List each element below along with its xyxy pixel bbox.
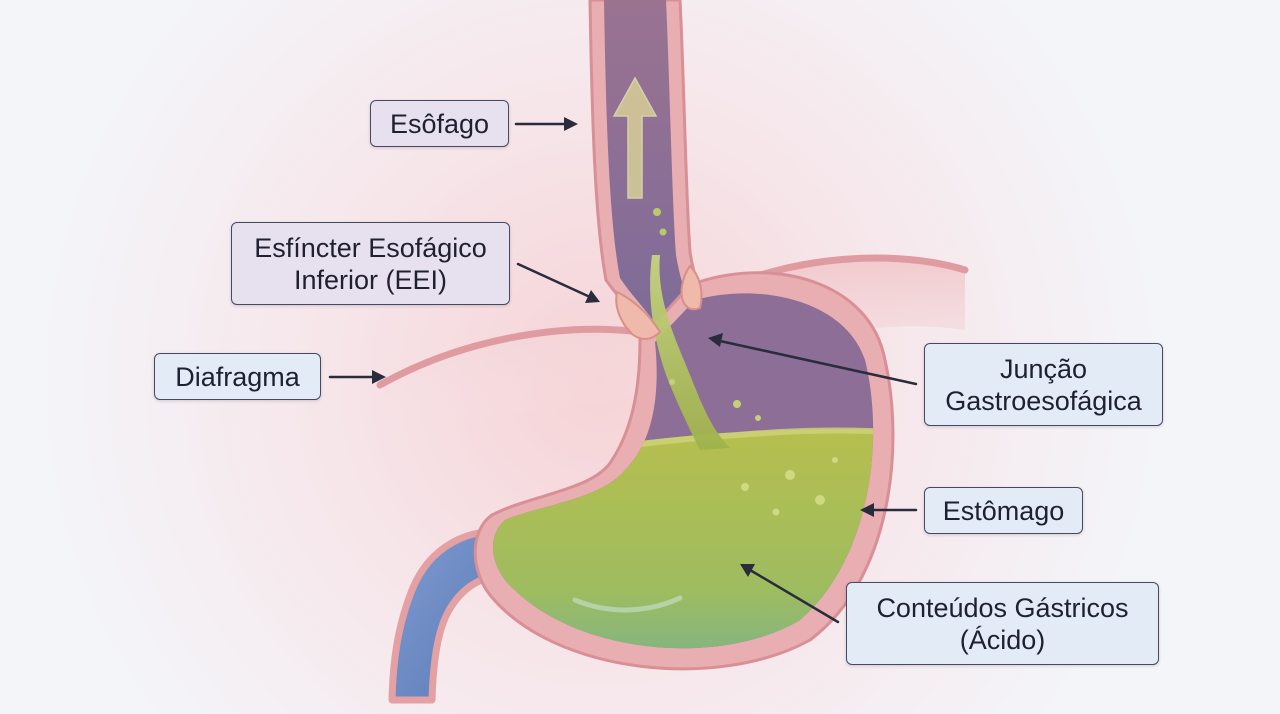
diaphragm-line-left bbox=[376, 325, 644, 389]
acid-bubble bbox=[815, 495, 825, 505]
acid-bubble bbox=[785, 470, 795, 480]
right-arrow-icon bbox=[516, 262, 592, 299]
arrowhead bbox=[740, 564, 755, 577]
acid-bubble bbox=[832, 457, 838, 463]
label-eei: Esfíncter Esofágico Inferior (EEI) bbox=[231, 222, 510, 305]
label-diafragma: Diafragma bbox=[154, 353, 321, 400]
arrowhead bbox=[564, 117, 578, 131]
reflux-droplet bbox=[755, 415, 761, 421]
duodenum bbox=[388, 527, 509, 704]
label-esofago: Esôfago bbox=[370, 100, 509, 147]
sphincter-lobe-right bbox=[680, 264, 703, 311]
arrowhead bbox=[372, 370, 386, 384]
acid-surface bbox=[597, 427, 874, 453]
sphincter-lobe-left bbox=[615, 290, 662, 340]
acid-highlight bbox=[572, 595, 683, 613]
label-estomago: Estômago bbox=[924, 487, 1083, 534]
right-arrow-icon bbox=[718, 339, 918, 386]
acid-bubble bbox=[772, 508, 780, 516]
right-arrow-icon bbox=[748, 568, 840, 624]
label-conteudos-gastricos: Conteúdos Gástricos (Ácido) bbox=[846, 582, 1159, 665]
reflux-droplet bbox=[659, 228, 667, 236]
arrowhead bbox=[585, 290, 600, 303]
up-arrow-icon bbox=[612, 76, 658, 199]
reflux-droplet bbox=[669, 379, 675, 385]
reflux-droplet bbox=[653, 208, 661, 216]
label-juncao-gastroesofagica: Junção Gastroesofágica bbox=[924, 343, 1163, 426]
arrowhead bbox=[860, 503, 874, 517]
reflux-stream bbox=[650, 255, 730, 450]
arrowhead bbox=[708, 333, 723, 347]
esophagus-lumen bbox=[604, 0, 692, 330]
reflux-droplet bbox=[733, 400, 741, 408]
acid-bubble bbox=[741, 483, 749, 491]
